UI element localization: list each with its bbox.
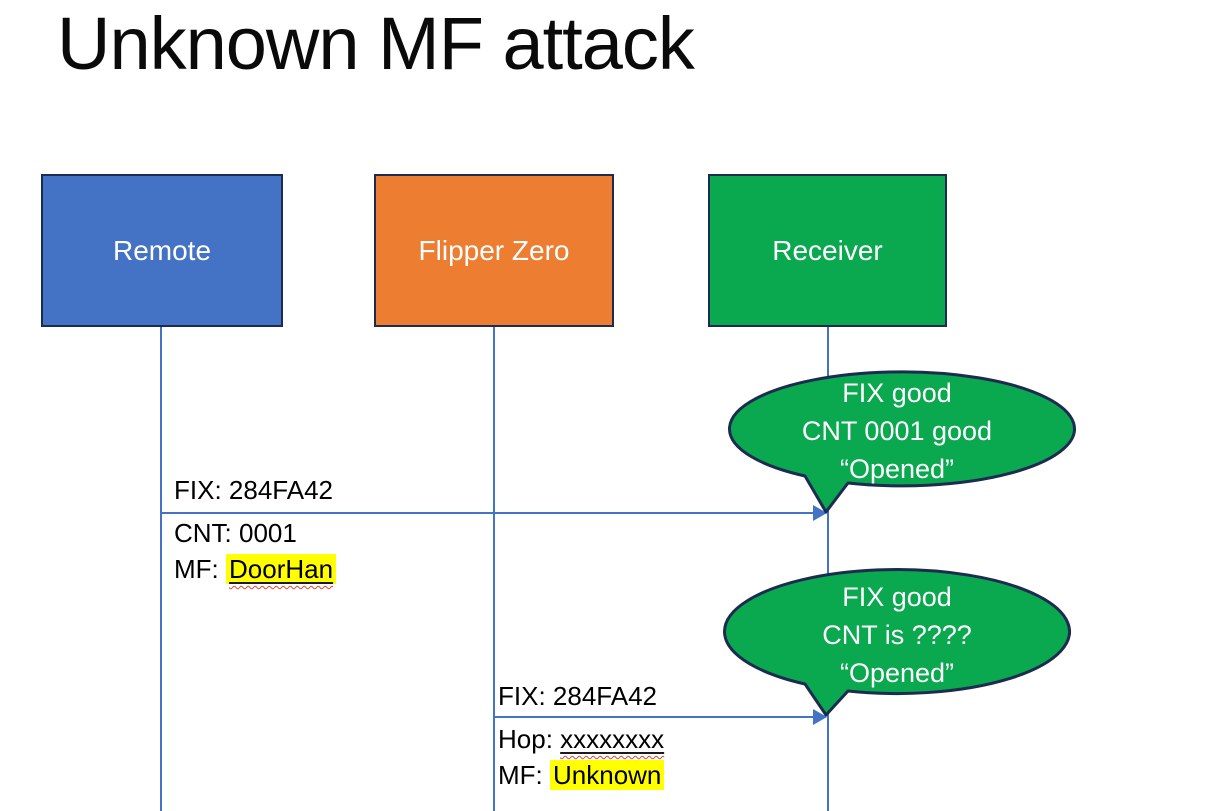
lifeline-receiver <box>827 327 829 811</box>
speech-bubble-1 <box>728 370 1076 514</box>
message1-cnt-label: CNT: 0001 <box>174 518 297 548</box>
actor-label-flipper-zero: Flipper Zero <box>418 234 570 266</box>
message2-hop-prefix: Hop: <box>498 724 561 754</box>
hop-value: xxxxxxxx <box>560 724 665 754</box>
slide-title: Unknown MF attack <box>57 2 695 85</box>
bubble2-line2: CNT is ???? <box>822 620 972 650</box>
message2-mf-label: MF: Unknown <box>498 760 665 790</box>
bubble1-line3: “Opened” <box>839 454 955 484</box>
speech-bubble-1-text: FIX good CNT 0001 good “Opened” <box>747 374 1047 488</box>
message2-mf-prefix: MF: <box>498 760 550 790</box>
actor-label-remote: Remote <box>112 234 212 266</box>
message1-mf-label: MF: DoorHan <box>174 554 337 584</box>
actor-box-flipper-zero: Flipper Zero <box>374 174 614 327</box>
lifeline-remote <box>160 327 162 811</box>
highlighted-doorhan: DoorHan <box>226 554 337 584</box>
bubble1-line2: CNT 0001 good <box>801 416 993 446</box>
speech-bubble-2 <box>723 568 1071 717</box>
actor-label-receiver: Receiver <box>772 234 883 266</box>
message-arrow-flipper-to-receiver <box>494 716 813 718</box>
message1-fix-label: FIX: 284FA42 <box>174 475 333 505</box>
message2-hop-label: Hop: xxxxxxxx <box>498 724 664 754</box>
bubble2-line1: FIX good <box>842 582 952 612</box>
highlighted-unknown: Unknown <box>550 760 665 790</box>
bubble1-line1: FIX good <box>842 378 952 408</box>
actor-box-receiver: Receiver <box>708 174 947 327</box>
message2-fix-label: FIX: 284FA42 <box>498 681 657 711</box>
message1-mf-prefix: MF: <box>174 554 226 584</box>
lifeline-flipper <box>493 327 495 811</box>
actor-box-remote: Remote <box>41 174 283 327</box>
speech-bubble-2-text: FIX good CNT is ???? “Opened” <box>747 578 1047 692</box>
message-arrow-remote-to-receiver <box>161 512 813 514</box>
bubble2-line3: “Opened” <box>839 658 955 688</box>
